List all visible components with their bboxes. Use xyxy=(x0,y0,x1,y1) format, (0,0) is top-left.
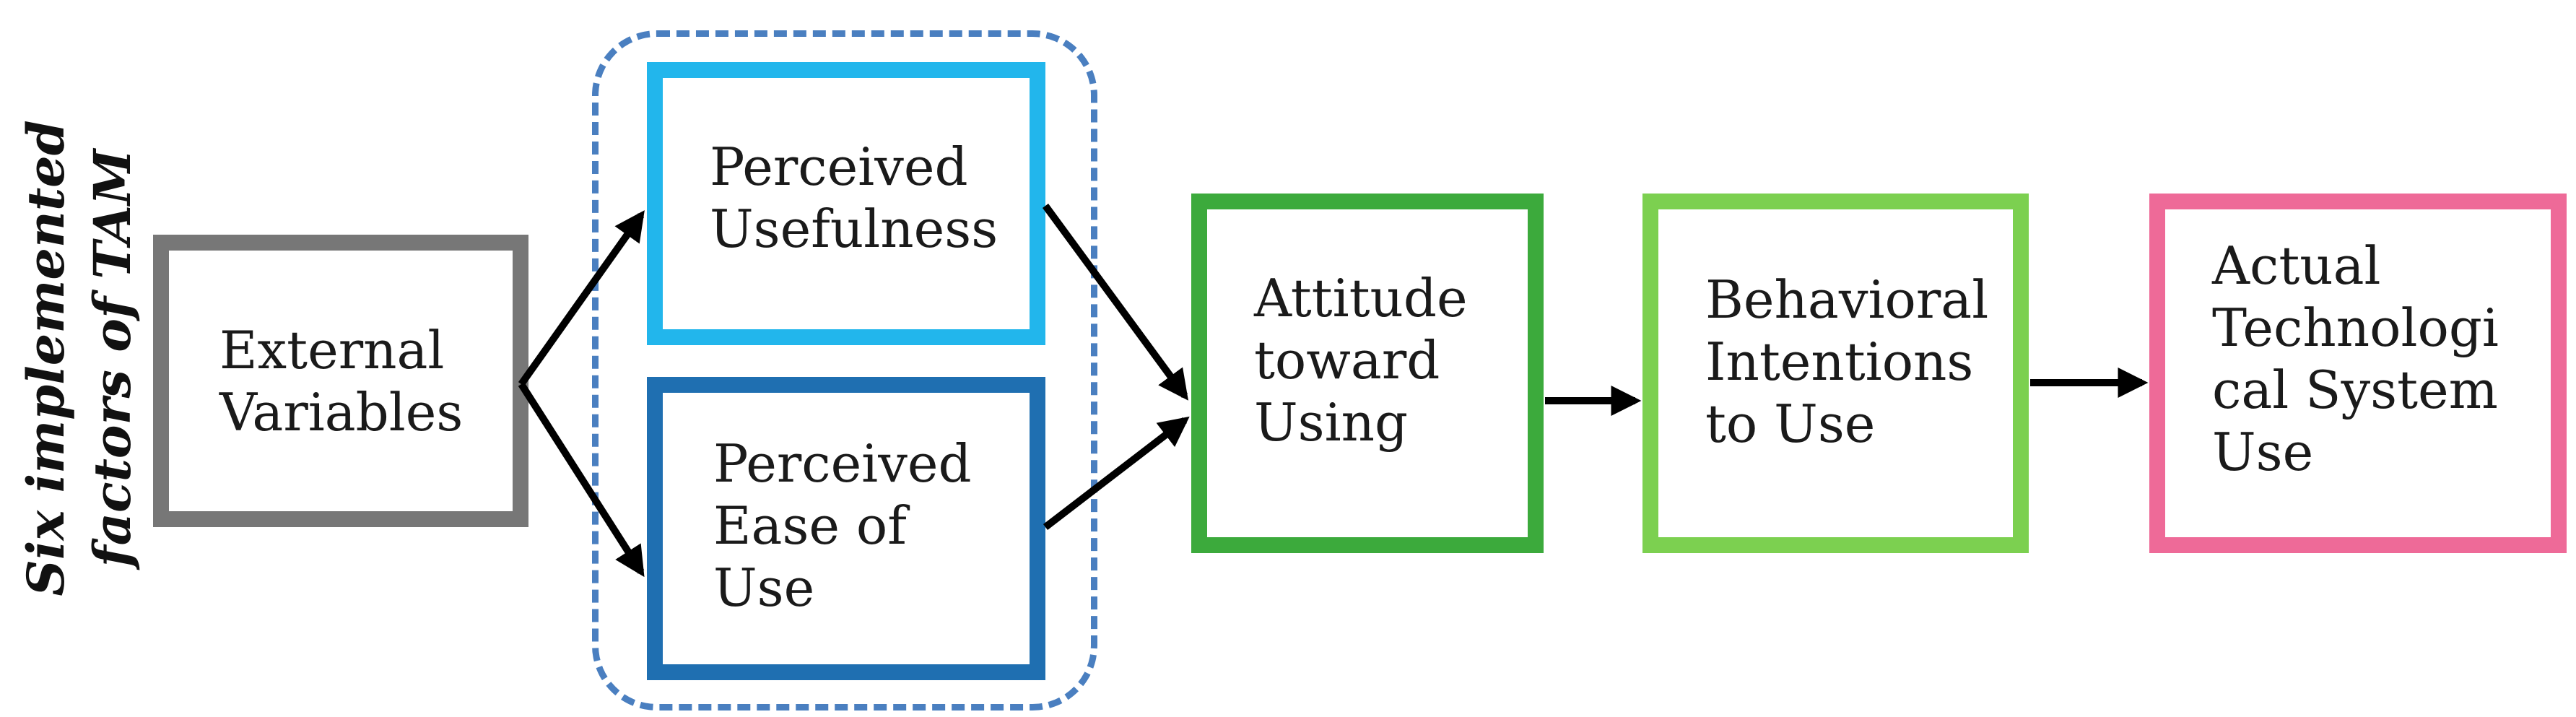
perception-group-dashed-outline xyxy=(592,30,1097,711)
perceived-usefulness-box: Perceived Usefulness xyxy=(647,62,1045,345)
arrow-usefulness-to-attitude xyxy=(1042,204,1188,401)
perceived-usefulness-label: Perceived Usefulness xyxy=(710,136,998,259)
actual-system-use-box: Actual Technologi cal System Use xyxy=(2149,194,2567,553)
external-variables-box: External Variables xyxy=(153,235,528,527)
arrow-ease-to-attitude xyxy=(1043,416,1190,530)
arrow-external-to-ease xyxy=(518,382,645,578)
actual-system-use-label: Actual Technologi cal System Use xyxy=(2212,235,2499,482)
attitude-toward-using-box: Attitude toward Using xyxy=(1191,194,1544,553)
arrow-external-to-usefulness xyxy=(518,210,645,386)
attitude-toward-using-label: Attitude toward Using xyxy=(1254,268,1468,453)
behavioral-intentions-label: Behavioral Intentions to Use xyxy=(1705,269,1989,454)
perceived-ease-of-use-label: Perceived Ease of Use xyxy=(713,433,972,618)
external-variables-label: External Variables xyxy=(219,320,464,443)
perceived-ease-of-use-box: Perceived Ease of Use xyxy=(647,377,1045,680)
behavioral-intentions-box: Behavioral Intentions to Use xyxy=(1642,194,2029,553)
